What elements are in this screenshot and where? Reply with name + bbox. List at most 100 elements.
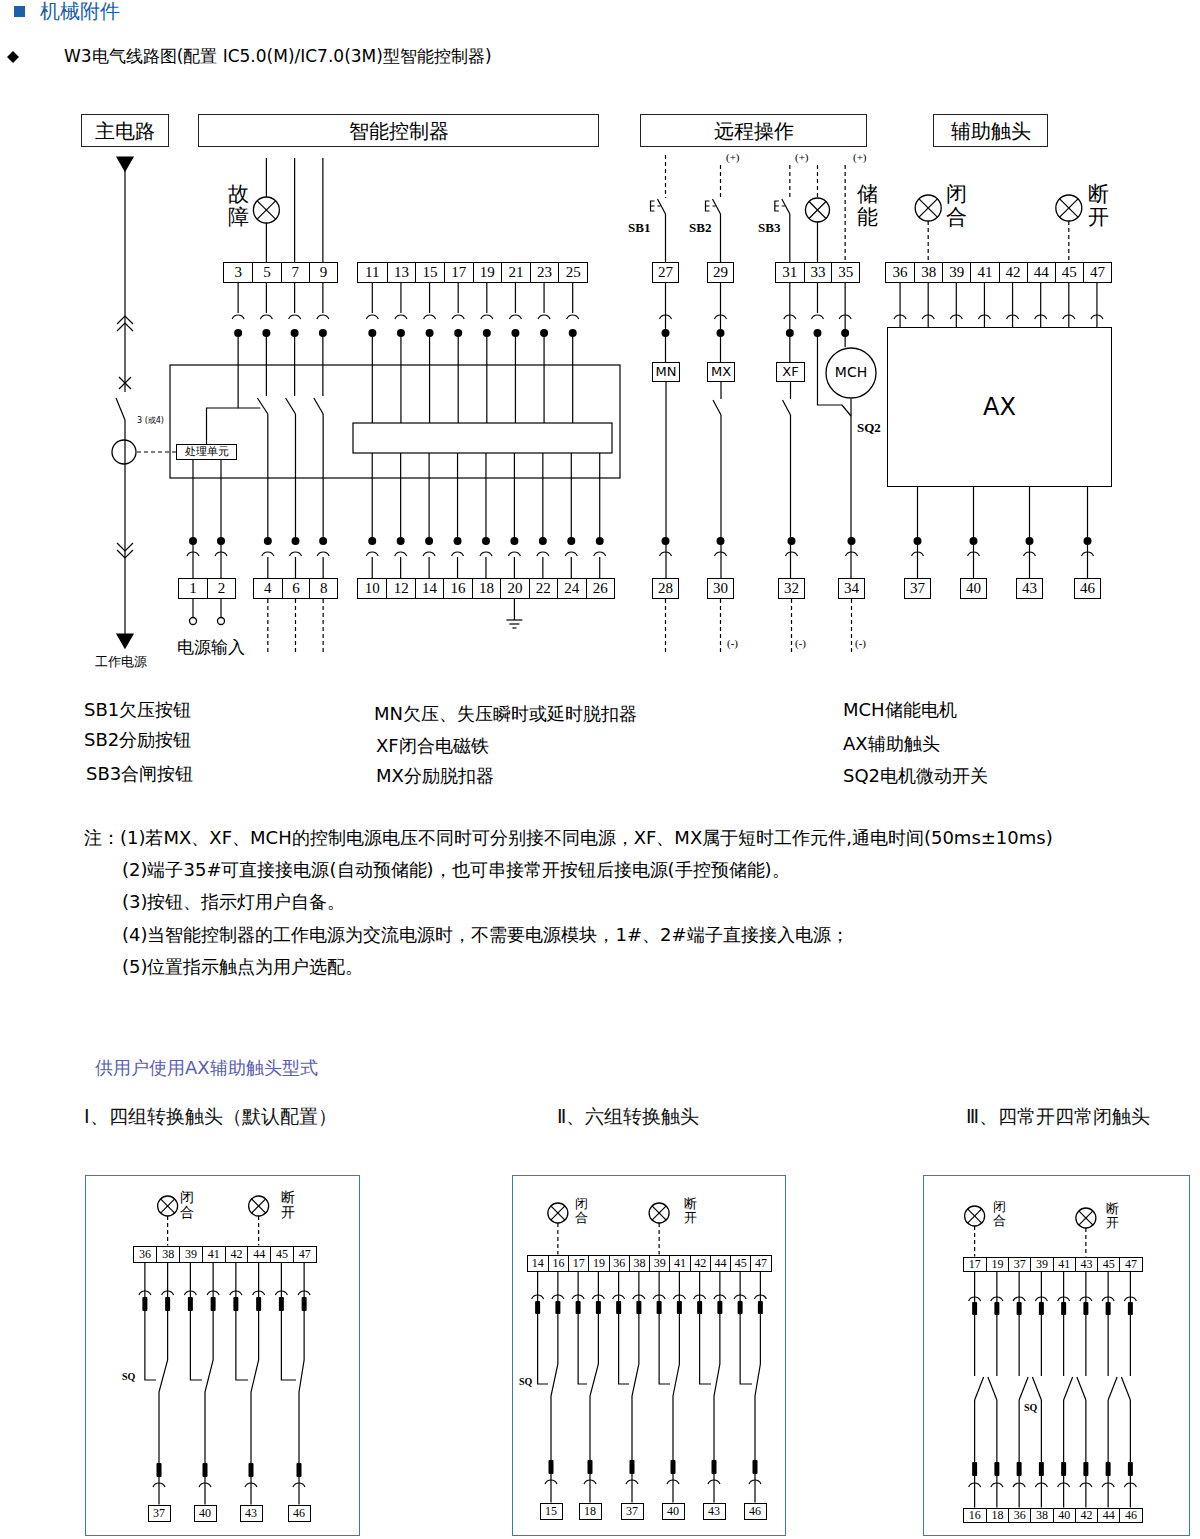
- socket-symbol: [811, 315, 823, 319]
- terminal-number: 31: [776, 263, 804, 282]
- socket-symbol: [922, 315, 934, 319]
- wire: [817, 283, 818, 313]
- terminal-number: 8: [309, 579, 337, 598]
- socket-symbol: [366, 315, 378, 319]
- wire: [928, 221, 929, 262]
- wire: [974, 1226, 975, 1257]
- section-header-box: 辅助触头: [933, 114, 1048, 147]
- wire: [1085, 1228, 1086, 1257]
- terminal-number: 7: [281, 263, 309, 282]
- terminal-number: 36: [886, 263, 914, 282]
- socket-symbol: [667, 1480, 679, 1484]
- plug-pin: [217, 537, 225, 545]
- socket-symbol: [245, 1483, 257, 1487]
- wire: [789, 165, 790, 198]
- plug-pin: [717, 329, 725, 337]
- lamp-symbol: [257, 201, 275, 219]
- section-title: 机械附件: [40, 0, 120, 23]
- terminal-strip: 40: [960, 578, 987, 599]
- socket-symbol: [1063, 315, 1075, 319]
- component-name: AX: [983, 394, 1016, 420]
- terminal-number: 46: [1119, 1509, 1141, 1522]
- terminal-number: 16: [964, 1509, 986, 1522]
- plug-pin: [753, 1460, 758, 1474]
- terminal-number: 36: [1008, 1509, 1030, 1522]
- lamp-symbol: [161, 1199, 175, 1213]
- arrow-head: [117, 157, 133, 171]
- plug-pin: [297, 1463, 302, 1477]
- motor-circle: [826, 348, 876, 398]
- terminal-number: 17: [964, 1258, 986, 1271]
- socket-symbol: [199, 1483, 211, 1487]
- plug-pin: [841, 329, 849, 337]
- lamp-label: 故障: [228, 183, 249, 229]
- terminal-number: 46: [1075, 579, 1100, 598]
- terminal-number: 37: [622, 1504, 643, 1519]
- polarity-mark: (-): [855, 637, 866, 650]
- wire: [295, 557, 296, 578]
- plug-pin: [1026, 537, 1034, 545]
- terminal-number: 9: [309, 263, 337, 282]
- isolator-symbol: [117, 550, 133, 558]
- terminal-number: 17: [444, 263, 473, 282]
- socket-symbol: [694, 1295, 706, 1299]
- plug-pin: [662, 537, 670, 545]
- wire: [458, 283, 459, 313]
- terminal-number: 18: [472, 579, 500, 598]
- terminal-number: 22: [529, 579, 557, 598]
- text-label: XF闭合电磁铁: [376, 736, 489, 757]
- wire: [266, 158, 267, 197]
- contact-symbol: [1077, 1377, 1086, 1400]
- breaker-symbol: [119, 377, 131, 389]
- terminal-strip: 3579: [223, 262, 338, 283]
- plug-pin: [233, 1297, 238, 1311]
- text-label: SB1欠压按钮: [84, 700, 191, 721]
- plug-pin: [567, 537, 575, 545]
- socket-symbol: [1091, 315, 1103, 319]
- socket-symbol: [749, 1480, 761, 1484]
- terminal-number: 16: [548, 1256, 568, 1271]
- plug-pin: [994, 1462, 999, 1476]
- contact-symbol: [257, 398, 267, 414]
- panel-heading: Ⅰ、四组转换触头（默认配置）: [84, 1105, 337, 1128]
- contact-gap: [718, 399, 724, 415]
- wire: [665, 599, 666, 655]
- wire: [266, 283, 267, 313]
- text-label: 3 (或4): [137, 416, 164, 425]
- socket-symbol: [1102, 1483, 1114, 1487]
- lamp-symbol: [968, 1209, 982, 1223]
- wire: [372, 557, 373, 578]
- plug-pin: [1084, 537, 1092, 545]
- terminal-number: 45: [270, 1247, 293, 1262]
- text-label: 工作电源: [95, 655, 147, 670]
- socket-symbol: [230, 1291, 242, 1295]
- terminal-number: 29: [708, 263, 733, 282]
- wire: [400, 283, 401, 313]
- plug-pin: [636, 1301, 641, 1314]
- wire: [542, 557, 543, 578]
- wire: [984, 283, 985, 327]
- lamp-symbol: [1079, 1211, 1093, 1225]
- lamp-symbol: [1079, 1211, 1093, 1225]
- auxiliary-contact-block: AX: [887, 327, 1112, 487]
- wire: [207, 408, 239, 444]
- socket-symbol: [969, 1297, 981, 1301]
- component-name: MN: [656, 365, 677, 379]
- wire: [514, 453, 515, 541]
- terminal-number: 19: [473, 263, 502, 282]
- processing-unit-box: 处理单元: [176, 444, 237, 460]
- terminal-number: 44: [1097, 1509, 1119, 1522]
- plug-pin: [671, 1460, 676, 1474]
- component-name: 主电路: [95, 120, 155, 142]
- terminal-number: 40: [1053, 1509, 1075, 1522]
- breaker-symbol: [116, 398, 125, 420]
- plug-pin: [319, 537, 327, 545]
- lamp-label: 闭合: [575, 1197, 588, 1226]
- terminal-number: 34: [839, 579, 864, 598]
- wire: [428, 557, 429, 578]
- controller-outline: [170, 365, 620, 478]
- terminal-strip: 37: [904, 578, 931, 599]
- plug-pin: [1017, 1462, 1022, 1476]
- wire: [322, 158, 323, 262]
